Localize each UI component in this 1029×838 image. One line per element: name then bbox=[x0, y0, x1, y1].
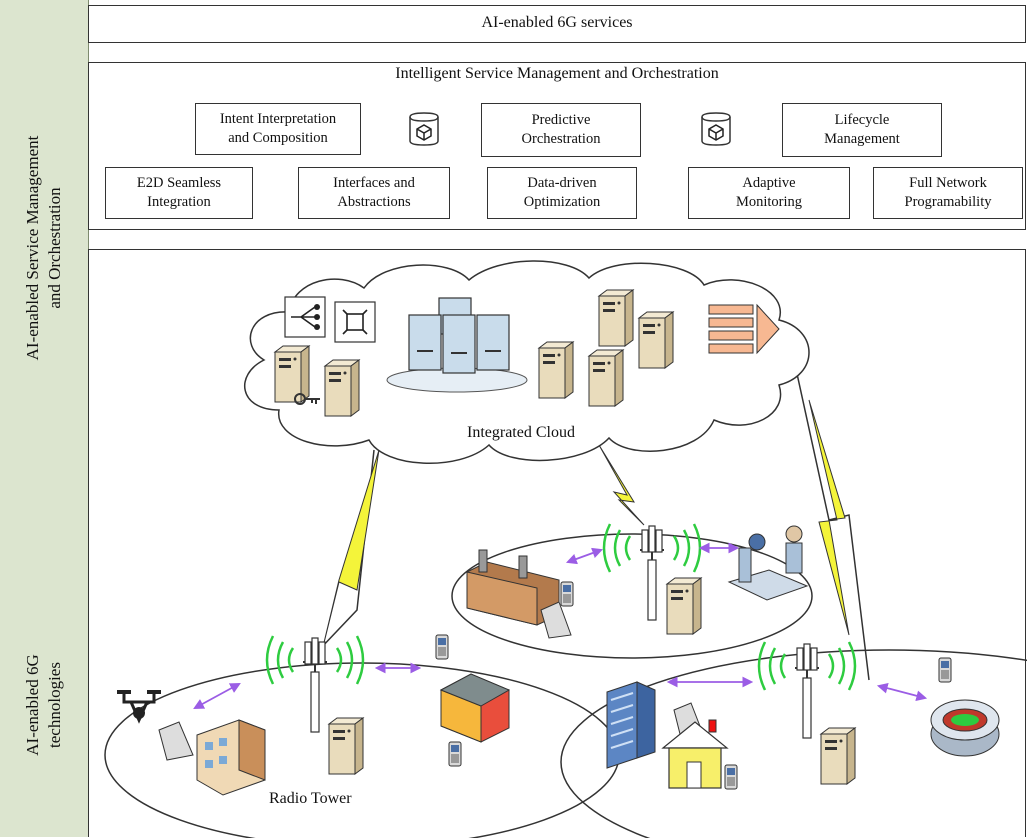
sidebar-label-line: and Orchestration bbox=[45, 187, 64, 309]
radio-tower-icon bbox=[794, 643, 820, 739]
database-icon bbox=[701, 112, 731, 146]
module-adaptive-monitoring: Adaptive Monitoring bbox=[688, 167, 850, 219]
module-label: Intent Interpretation and Composition bbox=[219, 111, 337, 146]
module-label: Predictive Orchestration bbox=[521, 112, 601, 147]
industrial-robot-icon bbox=[727, 525, 809, 601]
module-lifecycle-management: Lifecycle Management bbox=[782, 103, 942, 157]
cloud-label: Integrated Cloud bbox=[467, 424, 575, 441]
module-label: Lifecycle Management bbox=[824, 112, 900, 147]
radio-tower-label: Radio Tower bbox=[269, 790, 352, 807]
radio-tower-icon bbox=[302, 637, 328, 733]
sidebar-label-management: AI-enabled Service Management and Orches… bbox=[22, 136, 66, 361]
server-icon bbox=[666, 577, 702, 635]
radio-cell-middle bbox=[451, 533, 813, 659]
orchestrator-icon bbox=[284, 296, 326, 338]
phone-icon bbox=[448, 741, 462, 767]
stadium-icon bbox=[930, 699, 1000, 757]
orchestration-title: Intelligent Service Management and Orche… bbox=[395, 65, 719, 82]
access-point-icon bbox=[540, 601, 572, 639]
radio-cell-right bbox=[560, 649, 1027, 838]
orchestration-layer: Intelligent Service Management and Orche… bbox=[88, 62, 1026, 230]
module-interfaces-abstractions: Interfaces and Abstractions bbox=[298, 167, 450, 219]
module-full-network-programability: Full Network Programability bbox=[873, 167, 1023, 219]
sidebar-label-line: AI-enabled Service Management bbox=[23, 135, 42, 361]
module-label: Data-driven Optimization bbox=[523, 175, 601, 210]
module-data-driven-optimization: Data-driven Optimization bbox=[487, 167, 637, 219]
server-icon bbox=[638, 311, 674, 369]
link-arrow bbox=[565, 547, 604, 565]
services-layer: AI-enabled 6G services bbox=[88, 5, 1026, 43]
server-icon bbox=[538, 341, 574, 399]
module-label: E2D Seamless Integration bbox=[136, 175, 222, 210]
module-e2d-integration: E2D Seamless Integration bbox=[105, 167, 253, 219]
server-icon bbox=[328, 717, 364, 775]
apartment-building-icon bbox=[196, 719, 266, 796]
module-label: Interfaces and Abstractions bbox=[333, 175, 415, 210]
server-icon bbox=[324, 359, 360, 417]
link-arrow bbox=[193, 682, 241, 710]
sidebar: AI-enabled Service Management and Orches… bbox=[0, 0, 89, 837]
network-layer: Integrated Cloud bbox=[88, 249, 1027, 838]
factory-icon bbox=[466, 549, 560, 626]
lightning-bolt-icon bbox=[808, 399, 850, 636]
lightning-bolt-icon bbox=[320, 449, 380, 656]
drone-icon bbox=[117, 690, 161, 724]
network-illustration: Integrated Cloud bbox=[104, 260, 1027, 838]
module-predictive-orchestration: Predictive Orchestration bbox=[481, 103, 641, 157]
shop-building-icon bbox=[439, 673, 511, 743]
network-function-icon bbox=[334, 301, 376, 343]
uplink-line bbox=[318, 449, 375, 651]
phone-icon bbox=[560, 581, 574, 607]
server-icon bbox=[588, 349, 624, 407]
link-arrow bbox=[876, 682, 928, 702]
phone-icon bbox=[938, 657, 952, 683]
database-icon bbox=[409, 112, 439, 146]
access-point-icon bbox=[158, 721, 194, 761]
house-icon bbox=[661, 719, 729, 789]
server-icon bbox=[598, 289, 634, 347]
module-label: Full Network Programability bbox=[904, 175, 992, 210]
services-title: AI-enabled 6G services bbox=[481, 14, 633, 31]
module-label: Adaptive Monitoring bbox=[735, 175, 803, 210]
server-icon bbox=[820, 727, 856, 785]
key-icon bbox=[294, 393, 320, 405]
module-intent-interpretation: Intent Interpretation and Composition bbox=[195, 103, 361, 155]
sidebar-label-line: AI-enabled 6G bbox=[23, 654, 42, 756]
server-icon bbox=[274, 345, 310, 403]
data-center-racks-icon bbox=[386, 297, 528, 393]
sidebar-label-line: technologies bbox=[45, 662, 64, 748]
phone-icon bbox=[435, 634, 449, 660]
phone-icon bbox=[724, 764, 738, 790]
office-building-icon bbox=[606, 681, 656, 769]
sidebar-label-technologies: AI-enabled 6G technologies bbox=[22, 654, 66, 756]
pipeline-icon bbox=[708, 303, 780, 355]
lightning-bolt-icon bbox=[598, 444, 645, 526]
